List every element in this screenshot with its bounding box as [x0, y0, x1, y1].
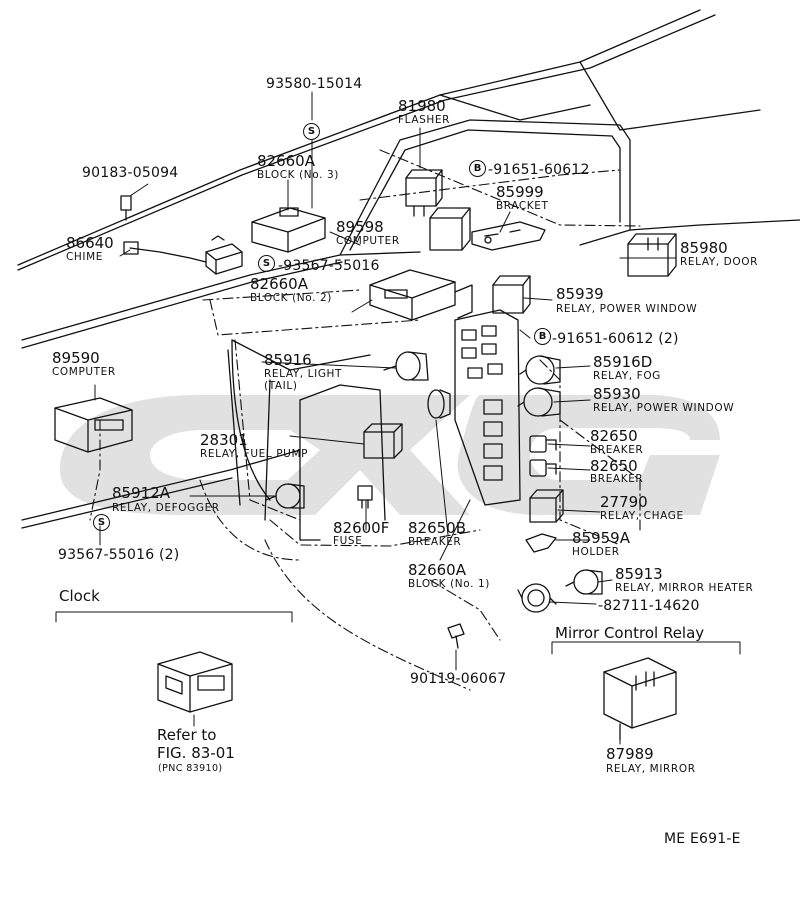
s-mark-symbol: S: [93, 514, 110, 531]
part-85999-number: 85999: [496, 183, 544, 201]
relay-fuel-pump-28301: [363, 423, 403, 459]
computer-89590: [54, 397, 133, 453]
part-28301-desc: RELAY, FUEL PUMP: [200, 448, 309, 460]
part-85930-number: 85930: [593, 385, 641, 403]
part-91651-2-number: -91651-60612 (2): [552, 331, 679, 347]
mirror-relay-87989: [603, 657, 677, 741]
part-82660a-no3-desc: BLOCK (No. 3): [257, 169, 339, 181]
part-90183-number: 90183-05094: [82, 165, 179, 181]
clock-section-title: Clock: [59, 587, 100, 605]
part-82600f-number: 82600F: [333, 519, 390, 537]
relay-power-window-85939: [492, 275, 531, 314]
flasher-relay: [405, 169, 443, 217]
block-no3: [251, 207, 326, 253]
dashboard-outline: [17, 9, 800, 541]
relay-mirror-heater-85913: [565, 569, 603, 595]
part-85913-desc: RELAY, MIRROR HEATER: [615, 582, 754, 594]
part-89598-number: 89598: [336, 218, 384, 236]
s-mark-symbol: S: [303, 123, 320, 140]
fuse-82600f: [357, 485, 373, 509]
part-82650-2-number: 82650: [590, 457, 638, 475]
part-85913-number: 85913: [615, 565, 663, 583]
part-89590-number: 89590: [52, 349, 100, 367]
part-82600f-desc: FUSE: [333, 535, 363, 547]
part-93580-number: 93580-15014: [266, 76, 363, 92]
part-85916-desc-tail: (TAIL): [264, 380, 298, 392]
b-mark-symbol: B: [469, 160, 486, 177]
clock-ref-line1: Refer to: [157, 726, 217, 744]
part-82650-2-desc: BREAKER: [590, 473, 644, 485]
part-82711-number: -82711-14620: [598, 598, 700, 614]
bracket-85999: [471, 221, 546, 251]
part-82660a-no2-number: 82660A: [250, 275, 308, 293]
computer-89598: [369, 269, 473, 321]
part-82650b-desc: BREAKER: [408, 536, 462, 548]
part-85959a-desc: HOLDER: [572, 546, 620, 558]
part-87989-number: 87989: [606, 745, 654, 763]
relay-door-85980: [627, 233, 677, 277]
part-85939-number: 85939: [556, 285, 604, 303]
part-82660a-no2-desc: BLOCK (No. 2): [250, 292, 332, 304]
part-85916d-desc: RELAY, FOG: [593, 370, 661, 382]
part-93567-number: -93567-55016: [278, 258, 380, 274]
part-93567-2-number: 93567-55016 (2): [58, 547, 180, 563]
breaker-82650b: [427, 389, 451, 419]
watermark: [60, 395, 720, 515]
part-89590-desc: COMPUTER: [52, 366, 116, 378]
clock-ref-pnc: (PNC 83910): [158, 763, 223, 774]
s-mark-symbol: S: [258, 255, 275, 272]
clock-unit: [157, 651, 233, 713]
part-27790-desc: RELAY, CHAGE: [600, 510, 684, 522]
part-90119-number: 90119-06067: [410, 671, 507, 687]
part-85930-desc: RELAY, POWER WINDOW: [593, 402, 735, 414]
part-85916-desc: RELAY, LIGHT: [264, 368, 343, 380]
part-82660a-no1-number: 82660A: [408, 561, 466, 579]
junction-block-no1: [454, 309, 521, 506]
b-mark-symbol: B: [534, 328, 551, 345]
screw-90183: [120, 195, 132, 221]
part-81980-desc: FLASHER: [398, 114, 451, 126]
part-87989-desc: RELAY, MIRROR: [606, 763, 696, 775]
breaker-82650-1: [529, 435, 557, 453]
part-82660a-no3-number: 82660A: [257, 152, 315, 170]
phantom-lines: [89, 149, 641, 691]
relay-chage-27790: [529, 489, 564, 523]
holder-85959a: [525, 533, 557, 553]
relay-fog-85916d: [519, 355, 561, 385]
part-81980-number: 81980: [398, 97, 446, 115]
part-82660a-no1-desc: BLOCK (No. 1): [408, 578, 490, 590]
mirror-section-title: Mirror Control Relay: [555, 624, 705, 642]
part-86640-desc: CHIME: [66, 251, 104, 263]
part-86640-number: 86640: [66, 234, 114, 252]
part-28301-number: 28301: [200, 431, 248, 449]
part-82650-1-desc: BREAKER: [590, 444, 644, 456]
relay-block: [429, 207, 471, 251]
part-27790-number: 27790: [600, 493, 648, 511]
part-89598-desc: COMPUTER: [336, 235, 400, 247]
chime-86640: [123, 235, 243, 275]
part-82650-1-number: 82650: [590, 427, 638, 445]
bolt-90119: [447, 623, 465, 649]
leader-lines: [55, 91, 741, 745]
part-85916d-number: 85916D: [593, 353, 653, 371]
part-85912a-number: 85912A: [112, 484, 170, 502]
clock-ref-figure: FIG. 83-01: [157, 744, 235, 762]
part-85980-desc: RELAY, DOOR: [680, 256, 758, 268]
part-85912a-desc: RELAY, DEFOGGER: [112, 502, 220, 514]
part-85959a-number: 85959A: [572, 529, 630, 547]
breaker-82650-2: [529, 459, 557, 477]
figure-id: ME E691-E: [664, 831, 741, 847]
part-91651-number: -91651-60612: [488, 162, 590, 178]
relay-power-window-85930: [517, 387, 561, 417]
part-85980-number: 85980: [680, 239, 728, 257]
part-82650b-number: 82650B: [408, 519, 467, 537]
part-85999-desc: BRACKET: [496, 200, 549, 212]
part-85939-desc: RELAY, POWER WINDOW: [556, 303, 698, 315]
relay-light-85916: [383, 351, 429, 381]
part-85916-number: 85916: [264, 351, 312, 369]
socket-82711: [517, 583, 557, 613]
